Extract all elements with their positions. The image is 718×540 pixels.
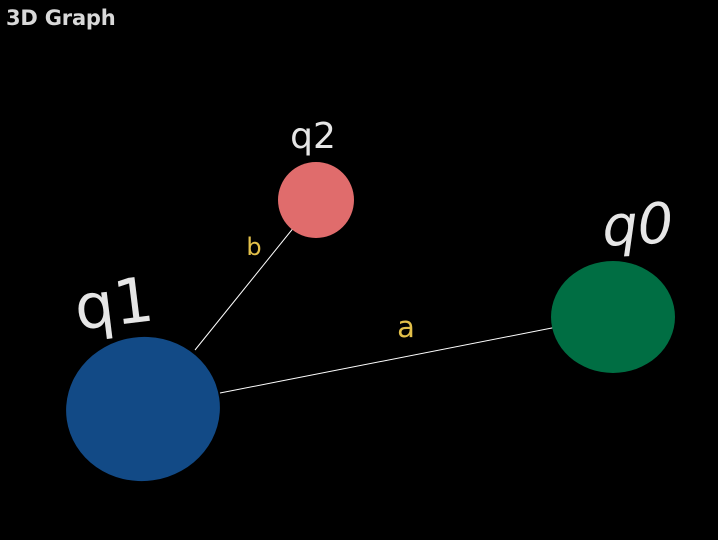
node-label-q1: q1 <box>70 262 157 344</box>
node-q0[interactable] <box>551 261 675 373</box>
node-q1[interactable] <box>57 327 230 491</box>
edge-q1-q2[interactable] <box>194 215 304 351</box>
node-labels-layer: q0 q1 q2 <box>70 116 675 345</box>
edge-q1-q0[interactable] <box>219 325 563 394</box>
app-title: 3D Graph <box>6 6 116 30</box>
edge-label-a: a <box>397 310 415 344</box>
node-label-q0: q0 <box>601 191 675 260</box>
edges-layer <box>194 215 563 394</box>
edge-label-b: b <box>246 233 261 261</box>
nodes-layer <box>57 162 675 491</box>
node-label-q2: q2 <box>290 116 336 157</box>
node-q2[interactable] <box>278 162 354 238</box>
edge-labels-layer: a b <box>246 233 415 344</box>
